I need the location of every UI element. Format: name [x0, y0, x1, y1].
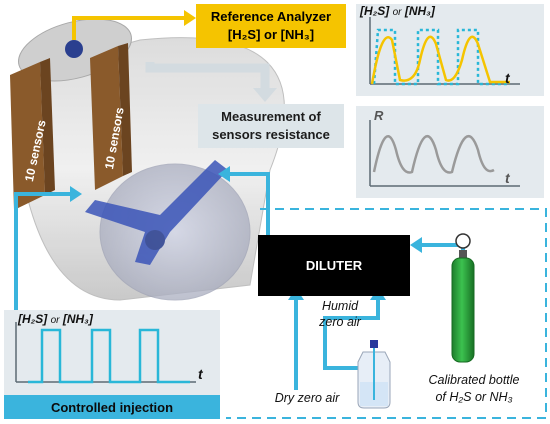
calibrated-bottle-label: Calibrated bottle of H₂S or NH₃ [404, 372, 544, 406]
measurement-line2: sensors resistance [212, 127, 330, 142]
reference-setpoint-series [372, 28, 510, 86]
plot-resistance-xlabel: t [505, 170, 510, 186]
flow-arrowhead-chamber [70, 186, 82, 202]
outlet-port [65, 40, 83, 58]
reference-analyzer-subtitle: [H₂S] or [NH₃] [227, 27, 315, 42]
dry-zero-air-label: Dry zero air [274, 391, 340, 405]
reference-analyzer-title: Reference Analyzer [210, 9, 332, 24]
sensor-board-left [10, 58, 55, 210]
sensor-board-right [90, 43, 132, 190]
measurement-arrow [145, 62, 270, 90]
plot-reference-ylabel-b: [NH₃] [404, 4, 435, 18]
plot-reference-xlabel: t [505, 70, 510, 86]
plot-reference-ylabel-a: [H₂S] [360, 4, 390, 18]
reference-arrow [72, 16, 185, 40]
reference-analyzer-box: Reference Analyzer [H₂S] or [NH₃] [196, 4, 346, 48]
plot-injection [4, 310, 220, 396]
plot-resistance-ylabel: R [374, 108, 384, 123]
gas-bottle-icon [451, 233, 475, 363]
plot-injection-xlabel: t [198, 366, 203, 382]
calibrated-bottle-line2: of H₂S or NH₃ [435, 390, 513, 404]
controlled-injection-box: Controlled injection [4, 395, 220, 419]
humid-zero-air-line2: zero air [319, 315, 361, 329]
gas-diffuser [85, 160, 228, 265]
flow-arrowhead-return [218, 166, 230, 182]
measurement-arrowhead [253, 88, 277, 102]
calibrated-bottle-line1: Calibrated bottle [428, 373, 520, 387]
controlled-injection-label: Controlled injection [50, 399, 174, 415]
plot-reference-ylabel-or: or [392, 7, 402, 18]
flow-arrowhead-bottle [410, 237, 422, 253]
resistance-series [372, 135, 495, 174]
reference-measured-series [370, 35, 510, 85]
diluter-label: DILUTER [305, 258, 363, 273]
plot-injection-ylabel-or: or [50, 315, 60, 326]
humid-zero-air-line1: Humid [321, 299, 359, 313]
measurement-box: Measurement of sensors resistance [198, 104, 344, 148]
diluter-box: DILUTER [258, 235, 410, 296]
measurement-line1: Measurement of [221, 109, 321, 124]
sensor-chamber [17, 18, 285, 301]
reference-arrowhead [184, 10, 196, 26]
plot-injection-ylabel-a: [H₂S] [18, 312, 48, 326]
plot-injection-ylabel-b: [NH₃] [62, 312, 93, 326]
dashed-boundary [226, 208, 547, 419]
plot-resistance [356, 106, 544, 198]
injection-series [28, 328, 190, 384]
humid-zero-air-label: Humid zero air [302, 298, 378, 330]
bubbler-bottle-icon [357, 340, 391, 409]
plot-reference-ylabel: [H₂S] or [NH₃] [360, 4, 435, 18]
plot-reference [356, 4, 544, 96]
plot-injection-ylabel: [H₂S] or [NH₃] [18, 312, 93, 326]
